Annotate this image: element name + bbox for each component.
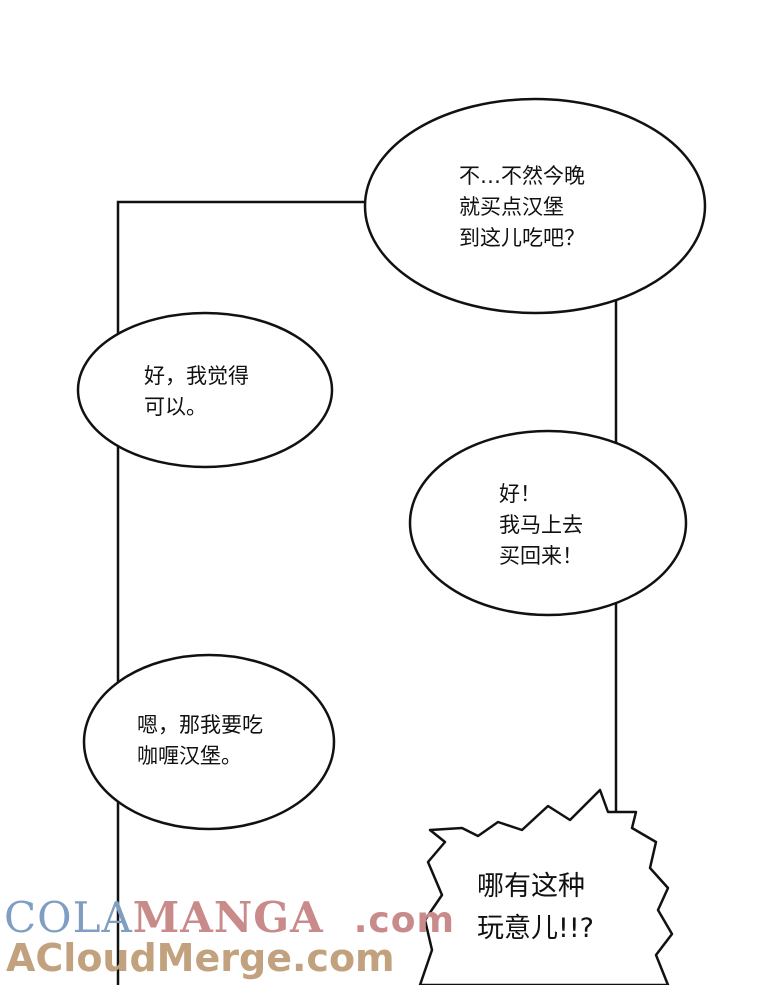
watermark-line-2: ACloudMerge.com [6, 936, 395, 980]
watermark-cola: COLA [4, 893, 133, 942]
speech-bubble-2-text: 好，我觉得 可以。 [144, 364, 249, 419]
shout-bubble-text: 哪有这种 玩意儿!!? [477, 871, 594, 944]
speech-bubble-4 [82, 653, 336, 831]
watermark-dotcom: .com [353, 900, 455, 941]
speech-bubble-1 [363, 97, 707, 315]
watermark-manga: MANGA [132, 893, 324, 942]
speech-bubble-1-text: 不…不然今晚 就买点汉堡 到这儿吃吧？ [459, 164, 585, 250]
shout-bubble [418, 788, 674, 985]
watermark-line-1: COLAMANGA .com [4, 894, 455, 945]
speech-bubble-4-text: 嗯，那我要吃 咖喱汉堡。 [137, 713, 263, 768]
speech-bubble-3 [408, 429, 688, 617]
speech-bubble-3-text: 好！ 我马上去 买回来！ [499, 482, 583, 568]
speech-bubble-2 [76, 311, 334, 469]
